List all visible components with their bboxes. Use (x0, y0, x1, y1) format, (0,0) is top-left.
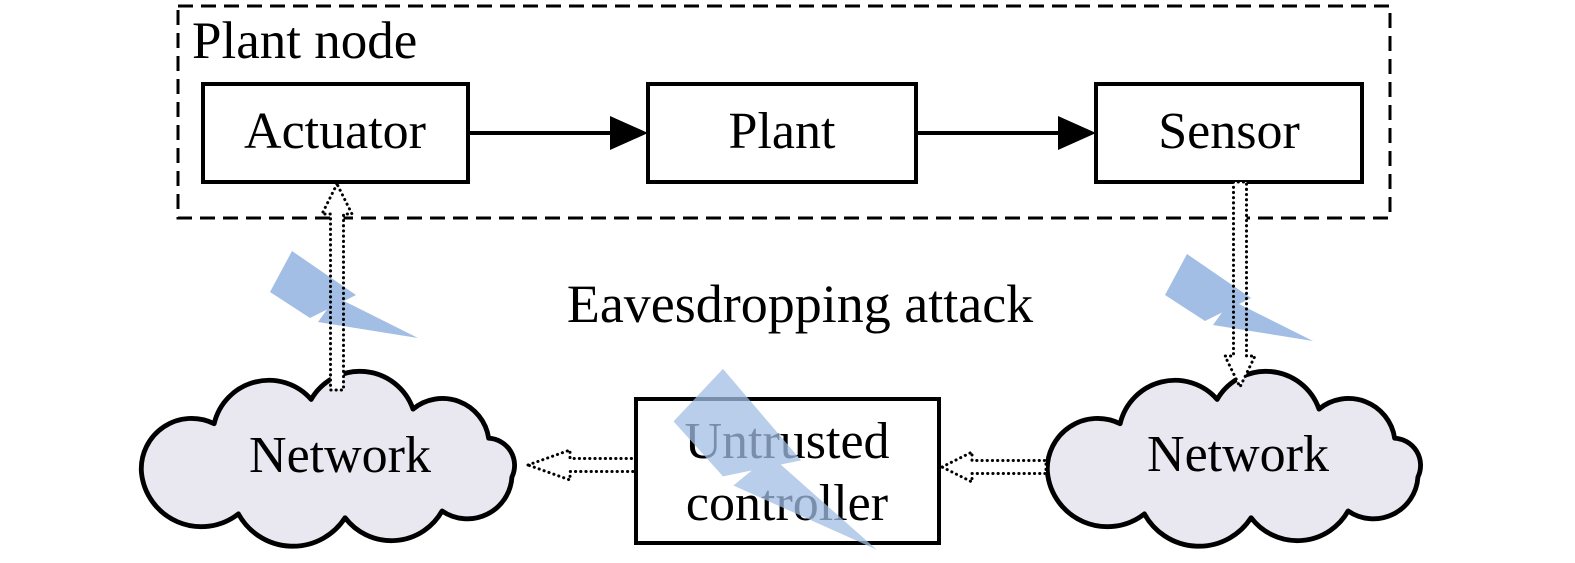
arrow-sensor-to-network-body (1225, 182, 1255, 387)
sensor-label: Sensor (1158, 103, 1300, 160)
plant-node-label: Plant node (192, 12, 417, 70)
right-network-label: Network (1147, 426, 1329, 483)
plant-label: Plant (729, 103, 836, 160)
plant-node-boundary (176, 4, 1392, 220)
arrow-right-network-to-controller (940, 450, 1048, 484)
left-network-label: Network (249, 427, 431, 484)
arrow-sensor-to-network (1223, 180, 1257, 389)
cloud-shape (1044, 368, 1423, 549)
plant-box: Plant (646, 82, 918, 184)
right-network-cloud: Network (1044, 368, 1423, 549)
actuator-label: Actuator (244, 103, 426, 160)
cloud-shape (138, 368, 517, 549)
eavesdropping-attack-label: Eavesdropping attack (567, 274, 1033, 334)
sensor-box: Sensor (1094, 82, 1364, 184)
actuator-box: Actuator (201, 82, 470, 184)
left-network-cloud: Network (138, 368, 517, 549)
arrow-controller-to-left-network (526, 448, 638, 482)
arrow-network-to-actuator (320, 182, 354, 392)
arrow-plant-to-sensor (916, 116, 1096, 150)
arrow-actuator-to-plant (468, 116, 648, 150)
